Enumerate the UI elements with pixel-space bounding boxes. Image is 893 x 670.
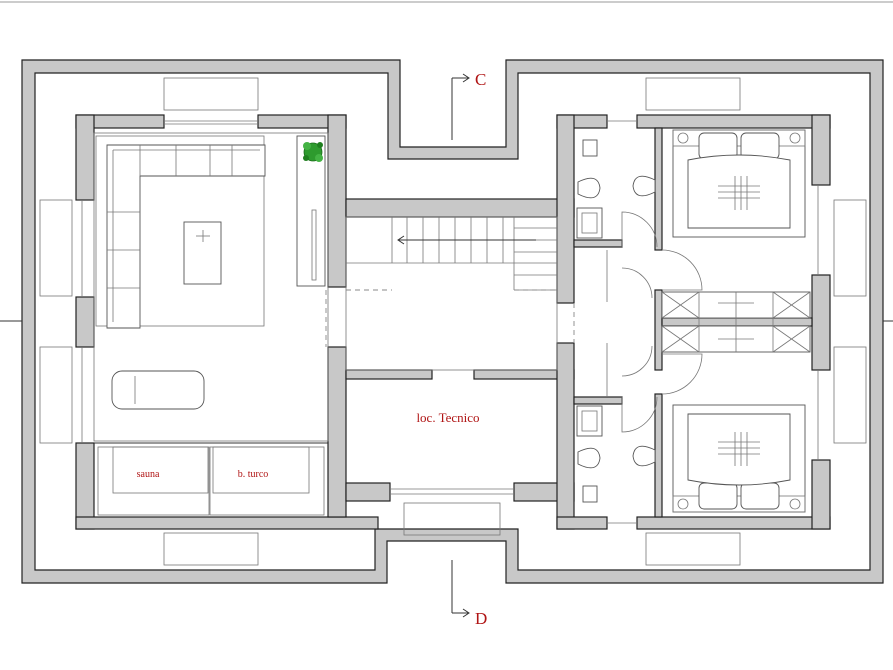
bed-icon [672, 129, 806, 238]
bathroom-top [576, 139, 656, 302]
outer-wall [21, 59, 884, 584]
bidet-icon [582, 139, 598, 157]
sofa-icon [106, 144, 266, 329]
living-room-inner [93, 132, 329, 442]
coffee-table [183, 221, 222, 285]
door-frames [81, 120, 819, 524]
section-label-bottom: D [475, 609, 487, 628]
room-label-technical: loc. Tecnico [416, 410, 479, 425]
room-label-sauna: sauna [137, 469, 160, 480]
staircase-icon [325, 216, 575, 371]
section-arrow-icon [451, 560, 470, 618]
plant-icon [303, 142, 323, 162]
section-arrow-icon [451, 73, 470, 140]
bed-icon [672, 404, 806, 513]
sink-icon [632, 445, 656, 467]
rug [95, 135, 265, 327]
shower-icon [576, 207, 603, 239]
bathroom-bottom [576, 343, 656, 503]
door-swings [621, 211, 703, 433]
toilet-icon [577, 177, 601, 199]
section-label-top: C [475, 70, 486, 89]
sink-icon [632, 175, 656, 197]
toilet-icon [577, 447, 601, 469]
bidet-icon [582, 485, 598, 503]
shower-icon [576, 405, 603, 437]
sauna-area [94, 442, 328, 516]
roof-windows [39, 77, 867, 566]
room-label-turkish-bath: b. turco [238, 469, 269, 480]
left-room-walls [75, 114, 575, 530]
right-room-walls [556, 114, 831, 530]
daybed [111, 370, 205, 410]
wardrobes [661, 291, 811, 353]
